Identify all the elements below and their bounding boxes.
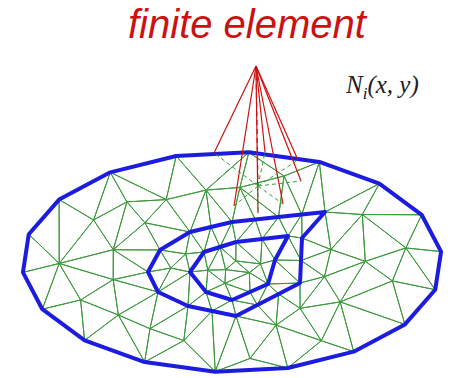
- mesh-triangle: [392, 281, 435, 324]
- mesh-triangle: [81, 280, 119, 315]
- mesh-triangle: [362, 214, 421, 247]
- mesh-triangle: [302, 162, 325, 215]
- mesh-triangle: [212, 311, 236, 372]
- pyramid-axis: [256, 66, 258, 186]
- mesh-triangle: [186, 232, 204, 254]
- node-star: [258, 160, 298, 186]
- label-text: (x, y): [367, 71, 418, 98]
- mesh-triangle: [59, 250, 113, 280]
- mesh-triangle: [340, 281, 405, 324]
- mesh-triangle: [215, 316, 250, 372]
- mesh-triangle: [59, 263, 113, 299]
- mesh-triangle: [261, 239, 275, 264]
- mesh-triangle: [275, 260, 301, 283]
- mesh-triangle: [392, 248, 435, 290]
- mesh-triangle: [94, 202, 127, 250]
- mesh-triangle: [158, 268, 190, 292]
- triangle-mesh: [23, 152, 441, 371]
- boundary-line: [190, 236, 288, 300]
- mesh-triangle: [236, 316, 276, 358]
- mesh-triangle: [42, 263, 80, 309]
- mesh-triangle: [321, 302, 353, 352]
- mesh-triangle: [206, 270, 225, 292]
- basis-function: [214, 66, 301, 213]
- mesh-triangle: [362, 214, 406, 261]
- mesh-triangle: [276, 308, 321, 340]
- mesh-triangle: [325, 184, 379, 215]
- node-star: [258, 186, 259, 213]
- boundary-line: [23, 152, 441, 371]
- mesh-triangle: [85, 315, 145, 362]
- pyramid-edge: [234, 66, 256, 206]
- mesh-triangle: [301, 250, 331, 277]
- mesh-triangle: [113, 250, 148, 280]
- mesh-triangle: [166, 156, 206, 200]
- mesh-triangle: [325, 212, 362, 250]
- node-star: [214, 153, 258, 186]
- label-text: N: [346, 71, 363, 98]
- title: finite element: [128, 0, 366, 48]
- mesh-triangle: [59, 220, 113, 263]
- mesh-triangle: [145, 329, 184, 362]
- mesh-triangle: [113, 202, 145, 250]
- mesh-triangle: [184, 311, 215, 372]
- mesh-triangle: [160, 250, 186, 268]
- mesh-triangle: [225, 273, 250, 292]
- mesh-triangle: [81, 300, 119, 340]
- pyramid-edge: [256, 66, 258, 213]
- domain-boundary: [23, 152, 441, 371]
- node-star: [258, 152, 265, 186]
- mesh-triangle: [166, 190, 206, 232]
- mesh-triangle: [171, 254, 190, 272]
- mesh-triangle: [59, 200, 93, 264]
- boundary-line: [148, 212, 325, 316]
- node-star: [234, 186, 258, 206]
- mesh-triangle: [276, 294, 300, 325]
- mesh-triangle: [288, 215, 302, 239]
- pyramid-edge: [256, 66, 298, 160]
- node-star: [258, 186, 283, 204]
- mesh-triangle: [324, 261, 365, 302]
- mesh-triangle: [365, 248, 406, 281]
- mesh-triangle: [127, 200, 166, 223]
- mesh-triangle: [113, 280, 158, 315]
- mesh-triangle: [284, 162, 319, 215]
- mesh-triangle: [319, 162, 379, 212]
- subscript: i: [363, 84, 368, 103]
- mesh-triangle: [324, 250, 365, 277]
- mesh-triangle: [340, 302, 405, 352]
- function-label: Ni(x, y): [346, 68, 419, 111]
- mesh-triangle: [331, 214, 365, 261]
- mesh-triangle: [301, 238, 331, 261]
